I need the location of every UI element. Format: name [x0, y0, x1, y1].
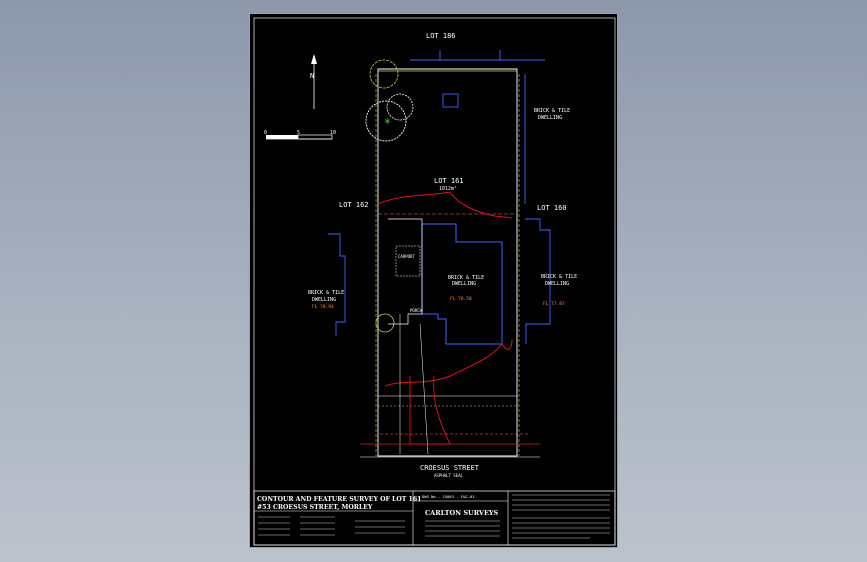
left-dwelling: BRICK & TILE DWELLING FL 78.94	[308, 233, 346, 336]
lot-left-label: LOT 162	[339, 201, 369, 209]
right-dwelling-top-label-1: BRICK & TILE	[534, 108, 570, 114]
main-dwelling: CARPORT PORCH BRICK & TILE DWELLING FL 7…	[388, 218, 503, 345]
north-arrow-icon: N	[310, 54, 317, 109]
lot-top-label: LOT 186	[426, 32, 456, 40]
company-name: CARLTON SURVEYS	[425, 509, 499, 517]
lot-area-label: 1012m²	[439, 186, 457, 192]
right-dwelling-top-label-2: DWELLING	[538, 115, 562, 121]
dwelling-label-1: BRICK & TILE	[448, 275, 484, 281]
drawing-sheet: N 0 5 10 LOT 186 ✳ BRICK & TILE DWELLING…	[249, 13, 618, 548]
left-ffl: FL 78.94	[312, 304, 334, 310]
left-dwelling-label-2: DWELLING	[312, 297, 336, 303]
lot-center-label: LOT 161	[434, 177, 464, 185]
scale-bar-icon: 0 5 10	[264, 130, 336, 140]
shed	[442, 93, 459, 108]
right-dwelling: BRICK & TILE DWELLING LOT 160 BRICK & TI…	[524, 74, 577, 344]
survey-drawing: N 0 5 10 LOT 186 ✳ BRICK & TILE DWELLING…	[253, 17, 616, 546]
porch-label: PORCH	[410, 308, 423, 313]
scale-label-0: 0	[264, 130, 267, 136]
subtitle-text: #53 CROESUS STREET, MORLEY	[257, 504, 373, 511]
scale-label-10: 10	[330, 130, 336, 136]
front-tree	[375, 313, 395, 333]
right-ffl: FL 77.87	[543, 301, 565, 307]
scale-label-5: 5	[297, 130, 300, 136]
title-text: CONTOUR AND FEATURE SURVEY OF LOT 161	[257, 496, 421, 503]
tree-icon: ✳	[365, 59, 414, 142]
dwelling-label-2: DWELLING	[452, 281, 476, 287]
carport-label: CARPORT	[398, 254, 415, 259]
right-lot-label: LOT 160	[537, 204, 567, 212]
drawing-number: DWG No - 15063 - F&C-01	[422, 494, 475, 499]
title-block: CONTOUR AND FEATURE SURVEY OF LOT 161 #5…	[253, 490, 616, 546]
dwelling-ffl: FL 78.58	[450, 296, 472, 302]
svg-text:✳: ✳	[384, 117, 391, 126]
right-dwelling-label-1: BRICK & TILE	[541, 274, 577, 280]
lot-boundary	[377, 68, 518, 457]
left-dwelling-label-1: BRICK & TILE	[308, 290, 344, 296]
street-sub-label: ASPHALT SEAL	[434, 473, 463, 478]
contour-line	[377, 191, 513, 219]
right-dwelling-label-2: DWELLING	[545, 281, 569, 287]
north-label: N	[310, 72, 314, 80]
street-label: CROESUS STREET	[420, 464, 480, 472]
